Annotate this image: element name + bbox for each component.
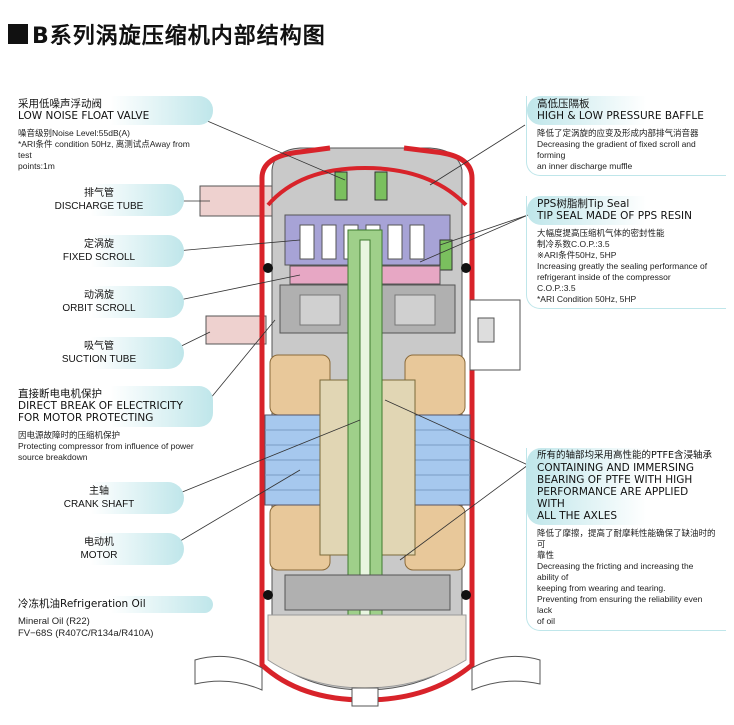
label-suction-tube: 吸气管 SUCTION TUBE	[14, 337, 184, 369]
crank-shaft-en: CRANK SHAFT	[63, 499, 135, 510]
motor-cn: 电动机	[84, 537, 114, 548]
label-discharge-tube: 排气管 DISCHARGE TUBE	[14, 184, 184, 216]
label-direct-break: 直接断电电机保护 DIRECT BREAK OF ELECTRICITY FOR…	[8, 386, 213, 466]
direct-break-line1: 因电源故障时的压缩机保护	[18, 430, 121, 440]
leader-lines	[164, 119, 529, 561]
fixed-scroll-cn: 定涡旋	[84, 239, 114, 250]
baffle-shape	[266, 165, 468, 207]
baffle-line1: 降低了定涡旋的应变及形成内部排气消音器	[537, 128, 699, 138]
bearing-line6: of oil	[537, 616, 555, 626]
oil-title: 冷冻机油Refrigeration Oil	[18, 598, 146, 610]
label-bearing: 所有的轴部均采用高性能的PTFE含浸轴承 CONTAINING AND IMME…	[526, 448, 726, 631]
float-valve-line3: points:1m	[18, 161, 55, 171]
suction-tube-shape	[205, 315, 267, 345]
discharge-tube-en: DISCHARGE TUBE	[54, 201, 144, 212]
baffle-line2: Decreasing the gradient of fixed scroll …	[537, 139, 696, 160]
bearing-en3: PERFORMANCE ARE APPLIED WITH	[537, 486, 689, 510]
direct-break-line3: source breakdown	[18, 452, 88, 462]
bearing-line1: 降低了摩擦，提高了耐摩耗性能确保了缺油时的可	[537, 528, 716, 549]
bearing-line4: keeping from wearing and tearing.	[537, 583, 666, 593]
fixed-scroll-en: FIXED SCROLL	[62, 252, 136, 263]
left-foot	[194, 655, 263, 691]
label-baffle: 高低压隔板 HIGH & LOW PRESSURE BAFFLE 降低了定涡旋的…	[526, 96, 726, 176]
tip-seal-line4: Increasing greatly the sealing performan…	[537, 261, 708, 271]
label-crank-shaft: 主轴 CRANK SHAFT	[14, 482, 184, 514]
label-float-valve: 采用低噪声浮动阀 LOW NOISE FLOAT VALVE 噪音级别Noise…	[8, 96, 213, 175]
direct-break-line2: Protecting compressor from influence of …	[18, 441, 194, 451]
direct-break-en2: FOR MOTOR PROTECTING	[18, 412, 154, 424]
orbit-scroll-en: ORBIT SCROLL	[62, 303, 136, 314]
tip-seal-line1: 大幅度提高压缩机气体的密封性能	[537, 228, 665, 238]
suction-tube-en: SUCTION TUBE	[61, 354, 137, 365]
float-valve-line2: *ARI条件 condition 50Hz, 离测试点Away from tes…	[18, 139, 190, 160]
baffle-cn: 高低压隔板	[537, 98, 590, 110]
crank-shaft-cn: 主轴	[89, 486, 109, 497]
bearing-line2: 靠性	[537, 550, 555, 560]
oil-line2: FV−68S (R407C/R134a/R410A)	[18, 628, 154, 639]
tip-seal-en: TIP SEAL MADE OF PPS RESIN	[537, 210, 693, 222]
discharge-tube-cn: 排气管	[84, 188, 114, 199]
baffle-en: HIGH & LOW PRESSURE BAFFLE	[537, 110, 704, 122]
tip-seal-line6: C.O.P.:3.5	[537, 283, 576, 293]
page-title: B系列涡旋压缩机内部结构图	[8, 18, 326, 50]
label-tip-seal: PPS树脂制Tip Seal TIP SEAL MADE OF PPS RESI…	[526, 196, 726, 309]
bearing-en2: BEARING OF PTFE WITH HIGH	[537, 474, 693, 486]
tip-seal-line3: ※ARI条件50Hz, 5HP	[537, 250, 617, 260]
orbit-scroll-cn: 动涡旋	[84, 290, 114, 301]
lower-frame-shape	[284, 574, 451, 611]
title-text: B系列涡旋压缩机内部结构图	[32, 24, 326, 49]
bearing-cn: 所有的轴部均采用高性能的PTFE含浸轴承	[537, 450, 712, 461]
label-orbit-scroll: 动涡旋 ORBIT SCROLL	[14, 286, 184, 318]
bearing-en1: CONTAINING AND IMMERSING	[537, 462, 694, 474]
direct-break-en1: DIRECT BREAK OF ELECTRICITY	[18, 400, 183, 412]
label-fixed-scroll: 定涡旋 FIXED SCROLL	[14, 235, 184, 267]
float-valve-en: LOW NOISE FLOAT VALVE	[18, 110, 150, 122]
bearing-en4: ALL THE AXLES	[537, 510, 618, 522]
bearing-line3: Decreasing the fricting and increasing t…	[537, 561, 694, 582]
oil-line1: Mineral Oil (R22)	[18, 616, 90, 627]
title-square-icon	[8, 24, 28, 44]
float-valve-shape	[334, 171, 348, 201]
suction-tube-cn: 吸气管	[84, 341, 114, 352]
float-valve-cn: 采用低噪声浮动阀	[18, 98, 102, 110]
bearing-line5: Preventing from ensuring the reliability…	[537, 594, 703, 615]
label-refrigeration-oil: 冷冻机油Refrigeration Oil Mineral Oil (R22) …	[8, 596, 213, 643]
direct-break-cn: 直接断电电机保护	[18, 388, 102, 400]
motor-en: MOTOR	[80, 550, 118, 561]
oil-sump-shape	[267, 614, 467, 689]
baffle-line3: an inner discharge muffle	[537, 161, 633, 171]
label-motor: 电动机 MOTOR	[14, 533, 184, 565]
tip-seal-line7: *ARI Condition 50Hz, 5HP	[537, 294, 637, 304]
float-valve-line1: 噪音级别Noise Level:55dB(A)	[18, 128, 130, 138]
tip-seal-cn: PPS树脂制Tip Seal	[537, 198, 630, 210]
tip-seal-line5: refrigerant inside of the compressor	[537, 272, 671, 282]
right-foot	[471, 655, 541, 691]
tip-seal-line2: 制冷系数C.O.P.:3.5	[537, 239, 610, 249]
